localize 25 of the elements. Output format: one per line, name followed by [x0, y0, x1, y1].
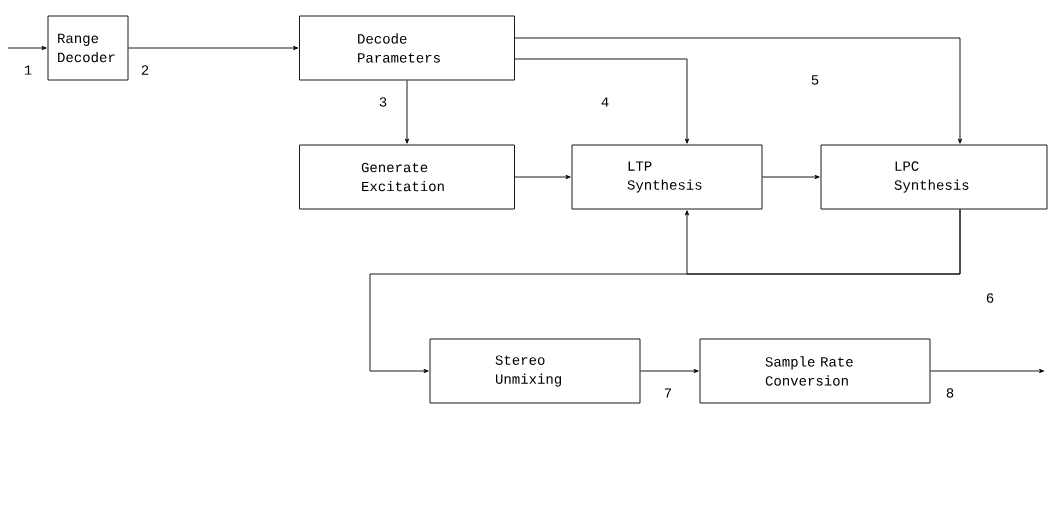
arrow	[514, 37, 963, 144]
edge-label: 3	[377, 96, 389, 108]
arrow	[930, 368, 1045, 374]
edge-label: 1	[22, 64, 34, 76]
edge-label: 6	[984, 292, 996, 304]
process-box: Range Decoder	[47, 15, 129, 81]
process-box: Decode Parameters	[299, 15, 515, 81]
process-box: LTP Synthesis	[571, 144, 763, 210]
edge-label: 4	[599, 96, 611, 108]
process-box: Sample Rate Conversion	[699, 338, 931, 404]
arrow	[404, 80, 410, 144]
arrow	[369, 209, 961, 374]
edge-label: 2	[139, 64, 151, 76]
edge-label: 8	[944, 387, 956, 399]
process-box: LPC Synthesis	[820, 144, 1048, 210]
arrow	[762, 174, 820, 180]
arrow	[514, 174, 571, 180]
arrow	[514, 58, 690, 144]
edge-label: 5	[809, 74, 821, 86]
edge-label: 7	[662, 387, 674, 399]
arrow	[128, 45, 299, 51]
arrow	[7, 45, 47, 51]
arrow	[640, 368, 699, 374]
process-box: Stereo Unmixing	[429, 338, 641, 404]
process-box: Generate Excitation	[299, 144, 515, 210]
